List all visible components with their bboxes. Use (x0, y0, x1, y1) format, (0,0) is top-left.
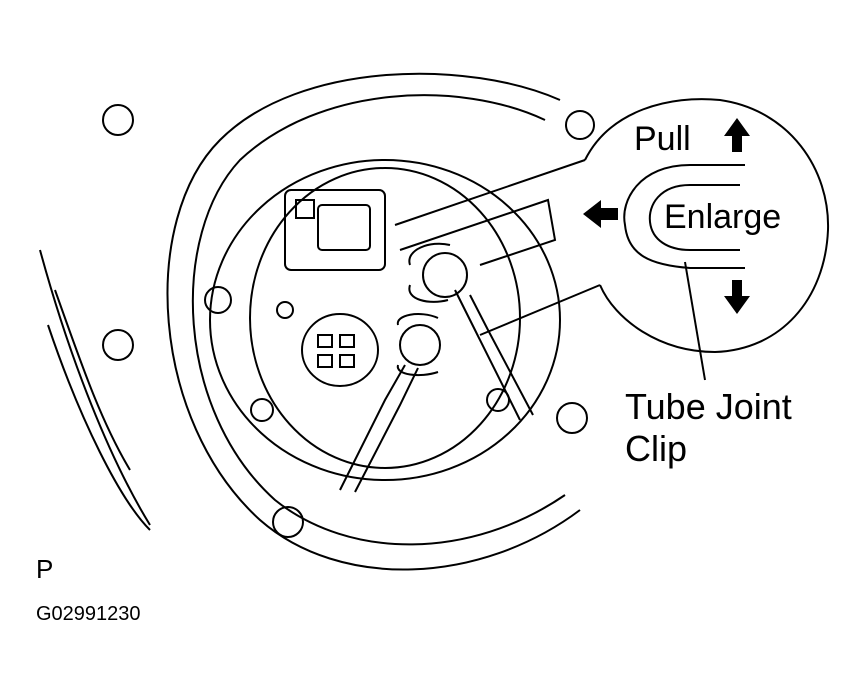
tube-fitting (399, 324, 441, 366)
retainer-ring (209, 159, 561, 481)
connector-body (284, 189, 386, 271)
magnifier-circle (584, 98, 830, 354)
tank-contour-line (39, 249, 151, 526)
connector-tab (295, 199, 315, 219)
bolt-hole (272, 506, 304, 538)
bolt-hole (556, 402, 588, 434)
tube-joint-clip (408, 242, 451, 303)
tube-joint-clip (396, 313, 439, 377)
tube-joint-clip-line-2: Clip (625, 428, 688, 469)
tube-joint-clip-label: Tube Joint Clip (625, 386, 792, 470)
connector-face (317, 204, 371, 251)
tank-contour-line (47, 324, 151, 531)
bolt-hole (102, 329, 134, 361)
view-letter: P (36, 554, 54, 584)
figure-code: G02991230 (36, 603, 141, 625)
round-connector-pin (317, 354, 333, 368)
fuel-tube (454, 289, 521, 421)
bolt-hole (276, 301, 294, 319)
arrow-down-icon (724, 280, 750, 314)
arrow-up-icon (724, 118, 750, 152)
enlarge-label: Enlarge (664, 198, 782, 236)
round-connector-pin (317, 334, 333, 348)
callout-wedge (399, 198, 557, 266)
outer-flange-ring (191, 94, 566, 546)
tank-contour-line (54, 289, 131, 471)
arrow-left-icon (583, 200, 618, 228)
clip-enlarged (648, 184, 740, 251)
bolt-hole (204, 286, 232, 314)
round-connector-pin (339, 334, 355, 348)
callout-wedge (479, 284, 601, 336)
pull-label: Pull (634, 120, 691, 158)
bolt-hole (565, 110, 595, 140)
clip-enlarged (623, 164, 745, 269)
callout-wedge (394, 159, 586, 226)
outer-flange-ring (166, 72, 581, 571)
leader-line (684, 261, 706, 381)
fuel-tube (339, 364, 406, 491)
tube-joint-clip-line-1: Tube Joint (625, 386, 792, 427)
round-connector (301, 313, 379, 387)
round-connector-pin (339, 354, 355, 368)
bolt-hole (250, 398, 274, 422)
fuel-tube (469, 294, 534, 416)
tube-fitting (422, 252, 468, 298)
bolt-hole (102, 104, 134, 136)
fuel-tube (354, 367, 419, 493)
